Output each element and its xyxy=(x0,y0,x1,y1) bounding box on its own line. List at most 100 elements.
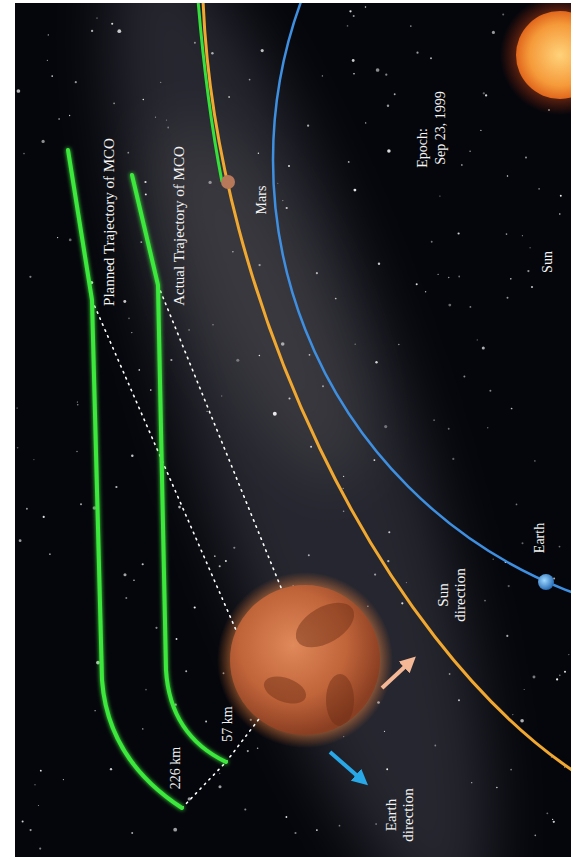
star xyxy=(457,232,459,234)
star xyxy=(128,317,130,319)
star xyxy=(145,193,147,195)
star xyxy=(29,276,31,278)
star xyxy=(522,235,523,236)
star xyxy=(286,207,288,209)
star xyxy=(214,555,216,557)
star xyxy=(531,286,533,288)
star xyxy=(448,428,450,430)
star xyxy=(22,821,24,823)
star xyxy=(458,276,460,278)
star xyxy=(506,635,508,637)
star xyxy=(281,342,285,346)
star xyxy=(471,782,472,783)
star xyxy=(47,60,48,61)
star xyxy=(249,79,251,81)
star xyxy=(26,508,28,510)
star xyxy=(178,506,181,509)
star xyxy=(388,531,390,533)
star xyxy=(502,13,504,15)
star xyxy=(138,369,140,371)
planet-label: Earth xyxy=(532,523,548,553)
star xyxy=(376,68,380,72)
star xyxy=(258,153,259,154)
star xyxy=(374,574,376,576)
star xyxy=(463,376,465,378)
star xyxy=(206,411,207,412)
star xyxy=(110,768,112,770)
star xyxy=(559,674,561,676)
star xyxy=(40,770,42,772)
star xyxy=(430,57,432,59)
star xyxy=(143,99,145,101)
star xyxy=(208,181,211,184)
star xyxy=(434,745,436,747)
star xyxy=(373,459,375,461)
star xyxy=(144,181,146,183)
star xyxy=(469,306,471,308)
star xyxy=(496,787,498,789)
star xyxy=(259,355,261,357)
star xyxy=(140,241,142,243)
star xyxy=(343,476,344,477)
star xyxy=(212,324,214,326)
star xyxy=(131,454,133,456)
star xyxy=(401,602,403,604)
star xyxy=(185,670,187,672)
star xyxy=(538,188,540,190)
star xyxy=(568,654,569,655)
epoch-label: Epoch: xyxy=(415,128,431,168)
star xyxy=(123,300,126,303)
star xyxy=(322,75,323,76)
planet-label: Mars xyxy=(254,186,270,215)
star xyxy=(449,673,451,675)
star xyxy=(425,291,426,292)
star xyxy=(316,272,318,274)
star xyxy=(560,195,562,197)
star xyxy=(508,585,510,587)
star xyxy=(385,74,387,76)
star xyxy=(362,775,363,776)
star xyxy=(348,161,350,163)
star xyxy=(150,389,152,391)
star xyxy=(433,419,435,421)
star xyxy=(77,404,79,406)
star xyxy=(510,769,512,771)
star xyxy=(80,503,82,505)
star xyxy=(166,119,167,120)
star xyxy=(63,779,64,780)
star xyxy=(533,676,536,679)
star xyxy=(273,412,277,416)
star xyxy=(285,816,287,818)
star xyxy=(534,460,535,461)
star xyxy=(511,408,513,410)
star xyxy=(176,638,178,640)
star xyxy=(194,606,196,608)
star xyxy=(507,297,509,299)
star xyxy=(39,848,41,850)
star xyxy=(131,332,132,333)
star xyxy=(431,241,433,243)
star xyxy=(228,96,230,98)
star xyxy=(277,183,278,184)
star xyxy=(125,597,127,599)
star xyxy=(42,140,45,143)
star xyxy=(123,573,126,576)
star xyxy=(19,539,22,542)
star xyxy=(335,298,337,300)
star xyxy=(556,678,558,680)
star xyxy=(288,397,290,399)
star xyxy=(170,359,172,361)
star xyxy=(117,29,121,33)
star xyxy=(492,31,495,34)
direction-label: Earth direction xyxy=(383,784,418,846)
star xyxy=(416,283,418,285)
star xyxy=(257,747,259,749)
star xyxy=(398,344,400,346)
star xyxy=(232,251,233,252)
star xyxy=(69,115,70,116)
star xyxy=(188,329,190,331)
star xyxy=(49,553,51,555)
star xyxy=(477,339,478,340)
star xyxy=(23,153,25,155)
